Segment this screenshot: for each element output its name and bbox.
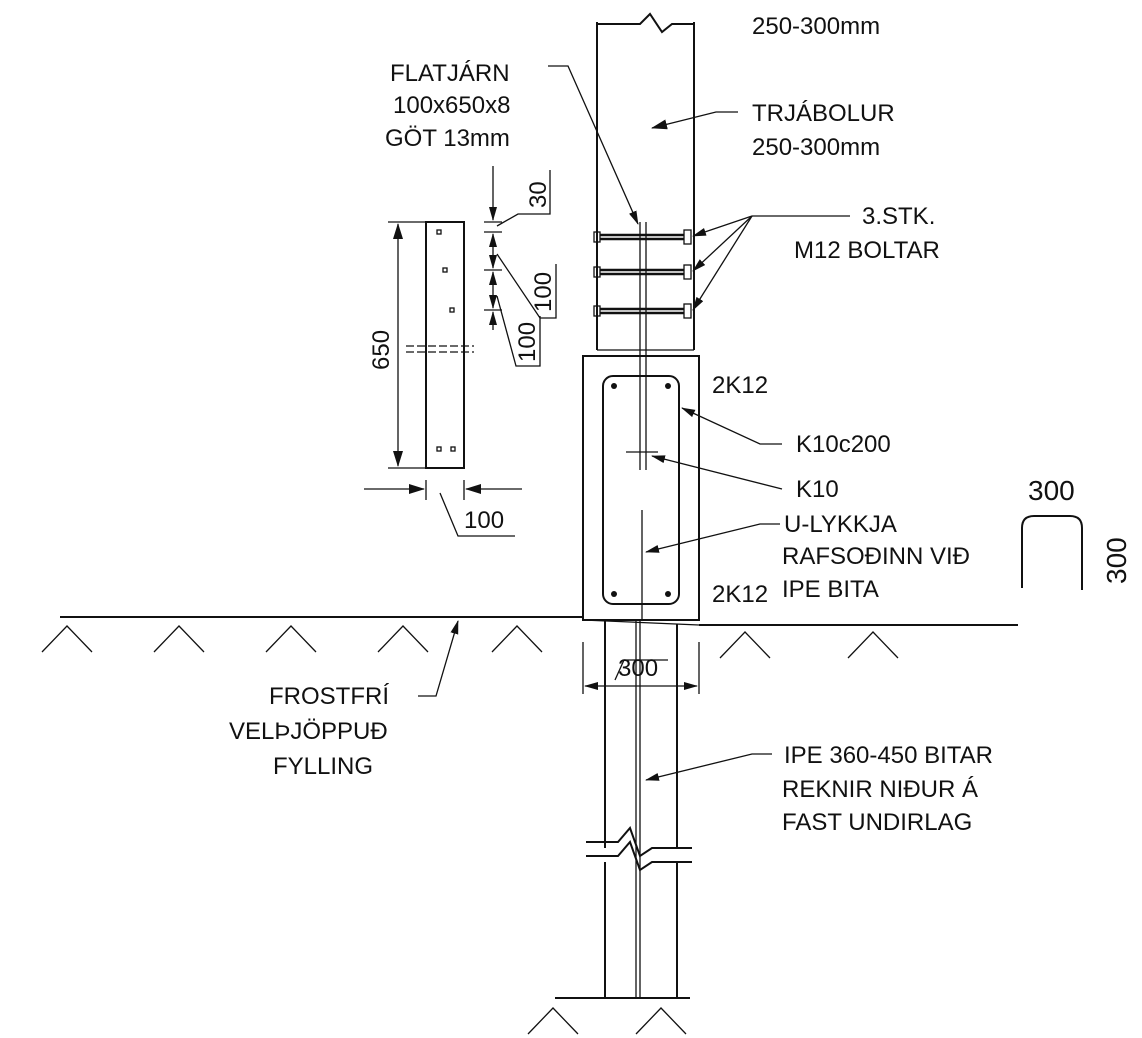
rebar-bottom-label: 2K12 bbox=[712, 581, 768, 608]
flatjarn-leader bbox=[548, 65, 639, 225]
k10-leader bbox=[651, 455, 783, 490]
flatjarn-line-3: GÖT 13mm bbox=[385, 125, 510, 152]
boltar-line-2: M12 BOLTAR bbox=[794, 237, 940, 264]
frostfri-leader bbox=[418, 620, 459, 697]
flatjarn-line-1: FLATJÁRN bbox=[390, 60, 510, 87]
ipe-leader bbox=[645, 753, 772, 781]
edge-30-label: 30 bbox=[525, 181, 552, 208]
ground-line bbox=[41, 616, 1018, 659]
flat-iron-inside bbox=[639, 222, 647, 470]
u-lykkja-label: U-LYKKJA RAFSOÐINN VIÐ IPE BITA bbox=[782, 511, 970, 603]
u-lykkja-line-3: IPE BITA bbox=[782, 576, 879, 603]
bolt bbox=[593, 264, 692, 280]
ipe-line-2: REKNIR NIÐUR Á bbox=[782, 776, 978, 803]
u-loop-detail bbox=[1021, 515, 1083, 590]
stirrups-leader bbox=[681, 407, 782, 445]
trjabolur-line-1: TRJÁBOLUR bbox=[752, 100, 895, 127]
timber-post bbox=[596, 12, 695, 351]
plate-spacing-dimensions bbox=[484, 166, 557, 367]
trjabolur-leader bbox=[651, 111, 738, 130]
boltar-line-1: 3.STK. bbox=[862, 203, 935, 230]
frostfri-label: FROSTFRÍ VELÞJÖPPUÐ FYLLING bbox=[229, 683, 389, 780]
trjabolur-label: TRJÁBOLUR 250-300mm bbox=[752, 100, 895, 161]
frostfri-line-3: FYLLING bbox=[273, 753, 373, 780]
plate-height-dimension bbox=[388, 221, 426, 469]
ipe-pile bbox=[527, 620, 692, 1035]
frostfri-line-1: FROSTFRÍ bbox=[269, 683, 389, 710]
pile-width-label: 300 bbox=[618, 655, 658, 682]
plate-height-label: 650 bbox=[368, 330, 395, 370]
stirrups-label: K10c200 bbox=[796, 431, 891, 458]
plate-width-dimension bbox=[364, 480, 522, 537]
k10-label: K10 bbox=[796, 476, 839, 503]
boltar-label: 3.STK. M12 BOLTAR bbox=[794, 203, 940, 264]
plate-width-label: 100 bbox=[464, 507, 504, 534]
trjabolur-line-2: 250-300mm bbox=[752, 134, 880, 161]
ipe-line-3: FAST UNDIRLAG bbox=[782, 809, 972, 836]
rebar-top-label: 2K12 bbox=[712, 372, 768, 399]
bolt bbox=[593, 229, 692, 245]
flatjarn-label: FLATJÁRN 100x650x8 GÖT 13mm bbox=[385, 60, 510, 152]
flatjarn-line-2: 100x650x8 bbox=[393, 92, 510, 119]
spacing-2-label: 100 bbox=[514, 322, 541, 362]
u-lykkja-line-2: RAFSOÐINN VIÐ bbox=[782, 543, 970, 570]
u-lykkja-line-1: U-LYKKJA bbox=[784, 511, 897, 538]
bolts bbox=[593, 229, 692, 319]
concrete-cap bbox=[582, 355, 700, 621]
bolt bbox=[593, 303, 692, 319]
top-dimension-label: 250-300mm bbox=[752, 13, 880, 40]
u-lykkja-leader bbox=[645, 523, 780, 553]
frostfri-line-2: VELÞJÖPPUÐ bbox=[229, 718, 388, 745]
flat-iron-detail bbox=[406, 221, 474, 469]
ipe-label: IPE 360-450 BITAR REKNIR NIÐUR Á FAST UN… bbox=[782, 742, 993, 836]
ipe-line-1: IPE 360-450 BITAR bbox=[784, 742, 993, 769]
pile-width-dimension bbox=[582, 642, 700, 694]
u-height-label: 300 bbox=[1101, 537, 1132, 584]
spacing-1-label: 100 bbox=[530, 272, 557, 312]
u-width-label: 300 bbox=[1028, 475, 1075, 506]
boltar-leaders bbox=[692, 215, 850, 311]
